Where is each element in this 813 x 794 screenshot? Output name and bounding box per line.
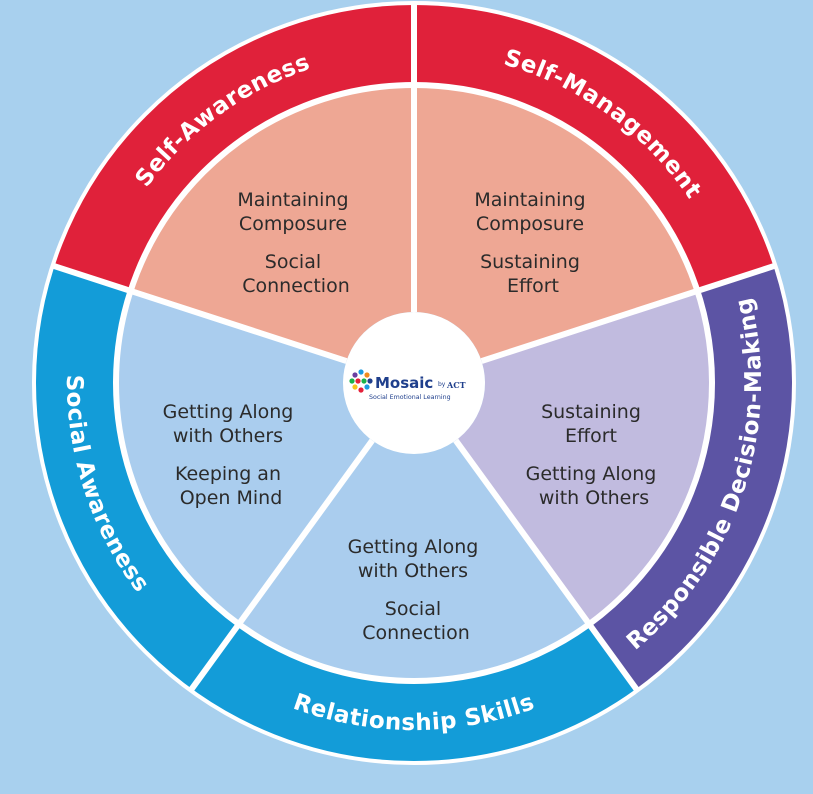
relationship-skills-skills-text: Getting Along with Others Social Connect… [348, 536, 485, 644]
self-management-skills-text: Maintaining Composure Sustaining Effort [474, 189, 591, 297]
skill-line: Open Mind [180, 487, 283, 509]
segment-spoke [51, 262, 348, 364]
skill-line: Sustaining [480, 251, 580, 273]
hub-circle [343, 312, 485, 454]
inner-texts: Maintaining Composure Social Connection … [163, 189, 663, 644]
skill-line: Sustaining [541, 401, 641, 423]
skill-line: Effort [565, 425, 617, 447]
skill-line: with Others [358, 560, 468, 582]
logo-by: by [438, 381, 446, 388]
skill-line: Maintaining [474, 189, 585, 211]
mosaic-logo[interactable]: Mosaic by ACT Social Emotional Learning [349, 369, 466, 401]
self-awareness-outer-segment[interactable] [52, 3, 415, 291]
logo-tagline: Social Emotional Learning [369, 394, 451, 401]
skill-line: Composure [476, 213, 584, 235]
logo-name: Mosaic [375, 374, 433, 392]
responsible-decision-making-inner-segment[interactable] [455, 290, 712, 625]
skill-line: Connection [242, 275, 350, 297]
relationship-skills-outer-segment[interactable] [190, 624, 638, 763]
skill-line: Getting Along [163, 401, 294, 423]
self-management-inner-segment[interactable] [414, 85, 698, 362]
skill-line: Getting Along [526, 463, 657, 485]
inner-ring [116, 85, 712, 681]
social-awareness-outer-segment[interactable] [34, 265, 239, 691]
skill-line: Social [265, 251, 321, 273]
skill-line: Effort [507, 275, 559, 297]
center-hub: Mosaic by ACT Social Emotional Learning [343, 312, 485, 454]
skill-line: Social [385, 598, 441, 620]
responsible-decision-making-outer-segment[interactable] [589, 265, 794, 691]
skill-line: with Others [173, 425, 283, 447]
skill-line: with Others [539, 487, 649, 509]
skill-line: Getting Along [348, 536, 479, 558]
skill-line: Maintaining [237, 189, 348, 211]
self-awareness-inner-segment[interactable] [130, 85, 415, 362]
skill-line: Connection [362, 622, 470, 644]
responsible-decision-making-skills-text: Sustaining Effort Getting Along with Oth… [526, 401, 663, 509]
skill-line: Keeping an [175, 463, 281, 485]
social-awareness-inner-segment[interactable] [116, 290, 373, 625]
segment-dividers [32, 1, 796, 765]
logo-brand: ACT [446, 380, 466, 390]
self-awareness-skills-text: Maintaining Composure Social Connection [237, 189, 354, 297]
self-management-outer-segment[interactable] [414, 3, 776, 291]
relationship-skills-inner-segment[interactable] [238, 440, 590, 681]
segment-spoke [188, 438, 375, 693]
segment-spoke [480, 262, 777, 364]
mosaic-hexagon-cluster-icon [349, 369, 373, 393]
segment-spoke [453, 438, 640, 693]
skill-line: Composure [239, 213, 347, 235]
social-awareness-skills-text: Getting Along with Others Keeping an Ope… [163, 401, 300, 509]
outer-ring [34, 3, 794, 763]
